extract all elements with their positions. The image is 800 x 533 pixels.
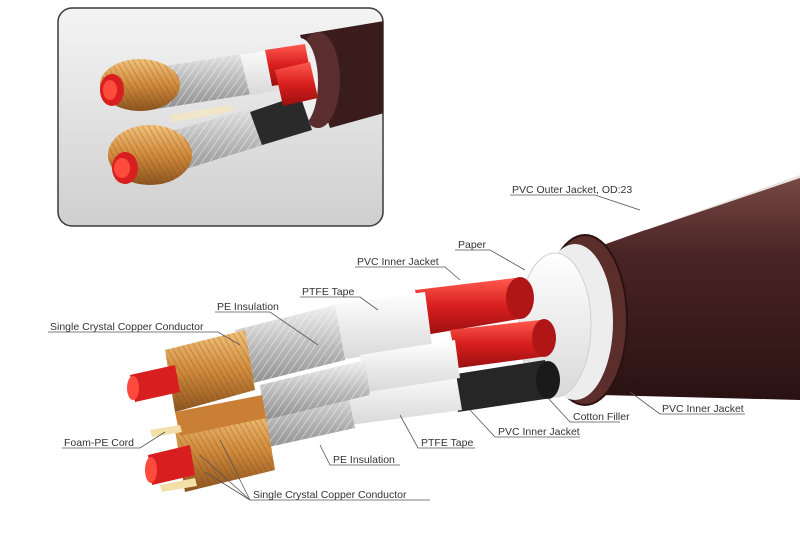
leader-copper-bottom-2: [204, 471, 251, 501]
leader-ptfe-bottom: [399, 414, 475, 449]
label-foam-pe-cord: Foam-PE Cord: [64, 437, 135, 449]
leader-ptfe-top: [300, 296, 379, 311]
leader-copper-bottom-3: [219, 439, 251, 501]
leader-lines: [48, 194, 745, 501]
label-pe-insulation-bottom: PE Insulation: [333, 454, 395, 466]
label-pvc-inner-jacket-bottom: PVC Inner Jacket: [498, 426, 580, 438]
leader-pvc-outer: [510, 194, 641, 211]
leader-pvc-inner-right: [629, 391, 745, 415]
inset-photo: [57, 7, 384, 227]
label-ptfe-tape-top: PTFE Tape: [302, 286, 355, 298]
label-pvc-inner-jacket-top: PVC Inner Jacket: [357, 256, 439, 268]
label-single-crystal-copper-bottom: Single Crystal Copper Conductor: [253, 489, 407, 501]
leader-pe-bottom: [319, 444, 400, 466]
main-cable: [127, 160, 800, 492]
label-ptfe-tape-bottom: PTFE Tape: [421, 437, 474, 449]
leader-pe-top: [215, 311, 319, 346]
label-pvc-inner-jacket-right: PVC Inner Jacket: [662, 403, 744, 415]
label-pvc-outer-jacket: PVC Outer Jacket, OD:23: [512, 184, 633, 196]
leader-copper-top: [48, 331, 241, 346]
label-paper: Paper: [458, 239, 487, 251]
leader-cotton: [547, 397, 620, 423]
label-single-crystal-copper-top: Single Crystal Copper Conductor: [50, 321, 204, 333]
label-cotton-filler: Cotton Filler: [573, 411, 630, 423]
leader-foam-pe: [62, 431, 166, 449]
leader-pvc-inner-bottom: [469, 409, 580, 438]
leader-paper: [455, 249, 526, 271]
label-pe-insulation-top: PE Insulation: [217, 301, 279, 313]
leader-pvc-inner-top: [355, 266, 461, 281]
